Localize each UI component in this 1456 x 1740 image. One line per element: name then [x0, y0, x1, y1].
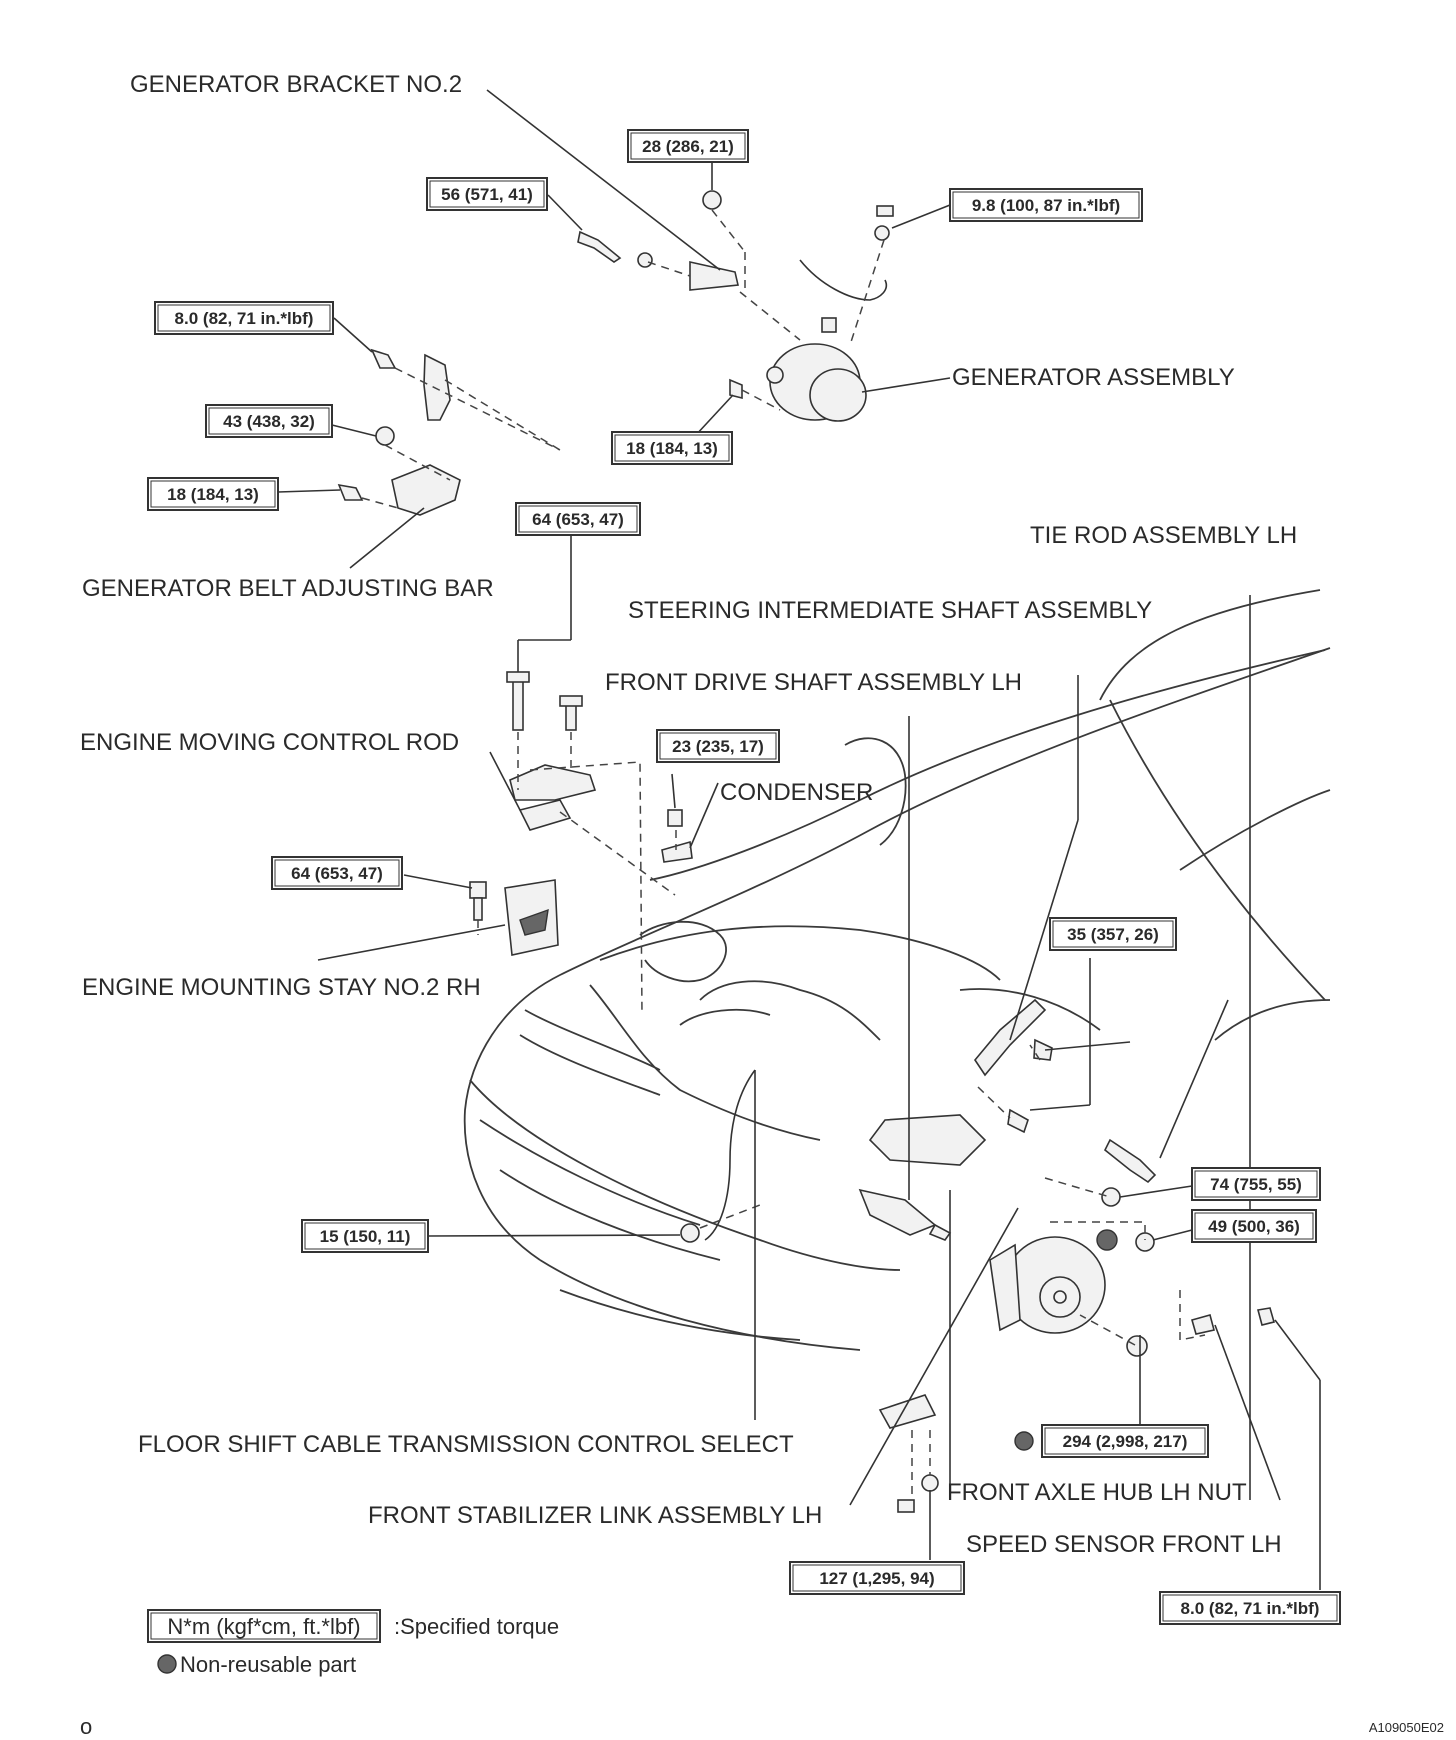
torque-9-8: 9.8 (100, 87 in.*lbf) [949, 188, 1143, 222]
torque-56-text: 56 (571, 41) [441, 185, 533, 204]
stabilizer-link-shape [878, 1394, 937, 1429]
legend-unit-box: N*m (kgf*cm, ft.*lbf) [167, 1614, 360, 1639]
drive-shaft-shape [858, 1188, 952, 1241]
nut-non-reusable-a [1096, 1229, 1118, 1251]
condenser-shape [661, 840, 693, 863]
torque-64-b: 64 (653, 47) [271, 856, 403, 890]
generator-assembly-shape [766, 259, 888, 422]
bolt-127 [897, 1474, 939, 1513]
torque-56: 56 (571, 41) [426, 177, 548, 211]
torque-8-0-b: 8.0 (82, 71 in.*lbf) [1159, 1591, 1341, 1625]
belt-adjusting-bar-shape [391, 353, 461, 516]
bolt-35 [1007, 1038, 1053, 1134]
bolt-8-0-b [1257, 1307, 1275, 1326]
label-steering-shaft: STEERING INTERMEDIATE SHAFT ASSEMBLY [628, 597, 1152, 624]
vehicle-body-outline [463, 589, 1331, 1351]
label-drive-shaft: FRONT DRIVE SHAFT ASSEMBLY LH [605, 669, 1022, 696]
label-speed-sensor: SPEED SENSOR FRONT LH [966, 1531, 1282, 1558]
torque-64-a-text: 64 (653, 47) [532, 510, 624, 529]
label-stabilizer-link: FRONT STABILIZER LINK ASSEMBLY LH [368, 1502, 822, 1529]
hub-knuckle-shape [989, 1236, 1106, 1334]
label-belt-adjusting-bar: GENERATOR BELT ADJUSTING BAR [82, 575, 494, 602]
bolt-8-0-a [370, 348, 397, 369]
torque-9-8-text: 9.8 (100, 87 in.*lbf) [972, 196, 1120, 215]
torque-18-b-text: 18 (184, 13) [626, 439, 718, 458]
footer: o A109050E02 [80, 1714, 1444, 1739]
nut-49 [1135, 1232, 1155, 1252]
fasteners [337, 190, 1275, 1513]
torque-8-0-a-text: 8.0 (82, 71 in.*lbf) [175, 309, 314, 328]
torque-49-text: 49 (500, 36) [1208, 1217, 1300, 1236]
bolt-18-b [729, 378, 743, 400]
engine-moving-control-rod-shape [509, 764, 597, 831]
bolt-18-a [337, 483, 364, 501]
nut-28 [702, 190, 722, 210]
torque-49: 49 (500, 36) [1191, 1209, 1317, 1243]
torque-18-a-text: 18 (184, 13) [167, 485, 259, 504]
non-reusable-icon [157, 1654, 177, 1674]
bolt-64-b [469, 881, 487, 921]
torque-35-text: 35 (357, 26) [1067, 925, 1159, 944]
torque-23-text: 23 (235, 17) [672, 737, 764, 756]
torque-74: 74 (755, 55) [1191, 1167, 1321, 1201]
torque-15-text: 15 (150, 11) [320, 1227, 411, 1246]
torque-28: 28 (286, 21) [627, 129, 749, 163]
torque-8-0-a: 8.0 (82, 71 in.*lbf) [154, 301, 334, 335]
nut-43 [375, 426, 395, 446]
legend-non-reusable: Non-reusable part [180, 1652, 356, 1677]
bolt-56 [577, 230, 653, 268]
label-generator-assembly: GENERATOR ASSEMBLY [952, 364, 1235, 391]
bolts-64-a [506, 671, 583, 731]
nut-9-8 [874, 205, 894, 241]
label-mounting-stay: ENGINE MOUNTING STAY NO.2 RH [82, 974, 481, 1001]
torque-28-text: 28 (286, 21) [642, 137, 734, 156]
torque-294-text: 294 (2,998, 217) [1063, 1432, 1188, 1451]
page-mark: o [80, 1714, 92, 1739]
torque-15: 15 (150, 11) [301, 1219, 429, 1253]
label-moving-control-rod: ENGINE MOVING CONTROL ROD [80, 729, 459, 756]
label-condenser: CONDENSER [720, 779, 873, 806]
label-floor-shift-cable: FLOOR SHIFT CABLE TRANSMISSION CONTROL S… [138, 1431, 794, 1458]
bolt-23 [667, 809, 683, 827]
nut-15 [680, 1223, 700, 1243]
nut-74 [1101, 1187, 1121, 1207]
engine-mounting-stay-shape [504, 879, 559, 956]
hub-nut-294 [1126, 1335, 1148, 1357]
legend-specified-torque: :Specified torque [394, 1614, 559, 1639]
torque-18-b: 18 (184, 13) [611, 431, 733, 465]
torque-64-b-text: 64 (653, 47) [291, 864, 383, 883]
torque-127: 127 (1,295, 94) [789, 1561, 965, 1595]
steering-shaft-shape [868, 998, 1047, 1166]
legend: N*m (kgf*cm, ft.*lbf) :Specified torque … [147, 1609, 559, 1677]
torque-35: 35 (357, 26) [1049, 917, 1177, 951]
torque-43: 43 (438, 32) [205, 404, 333, 438]
part-labels: GENERATOR BRACKET NO.2 GENERATOR ASSEMBL… [80, 71, 1297, 1558]
torque-23: 23 (235, 17) [656, 729, 780, 763]
label-axle-hub-nut: FRONT AXLE HUB LH NUT [947, 1479, 1247, 1506]
torque-294: 294 (2,998, 217) [1014, 1424, 1209, 1458]
non-reusable-marker-294 [1014, 1431, 1034, 1451]
torque-64-a: 64 (653, 47) [515, 502, 641, 536]
generator-bracket-shape [689, 261, 739, 291]
torque-8-0-b-text: 8.0 (82, 71 in.*lbf) [1181, 1599, 1320, 1618]
leader-lines [277, 89, 1321, 1590]
label-tie-rod: TIE ROD ASSEMBLY LH [1030, 522, 1297, 549]
label-generator-bracket: GENERATOR BRACKET NO.2 [130, 71, 462, 98]
torque-74-text: 74 (755, 55) [1210, 1175, 1302, 1194]
torque-43-text: 43 (438, 32) [223, 412, 315, 431]
torque-18-a: 18 (184, 13) [147, 477, 279, 511]
assembly-dashed-lines [361, 209, 1206, 1495]
tie-rod-shape [1103, 1138, 1157, 1184]
speed-sensor-shape [1191, 1314, 1215, 1335]
shift-cable-shape [704, 1069, 756, 1241]
torque-127-text: 127 (1,295, 94) [819, 1569, 934, 1588]
figure-code: A109050E02 [1369, 1720, 1444, 1735]
